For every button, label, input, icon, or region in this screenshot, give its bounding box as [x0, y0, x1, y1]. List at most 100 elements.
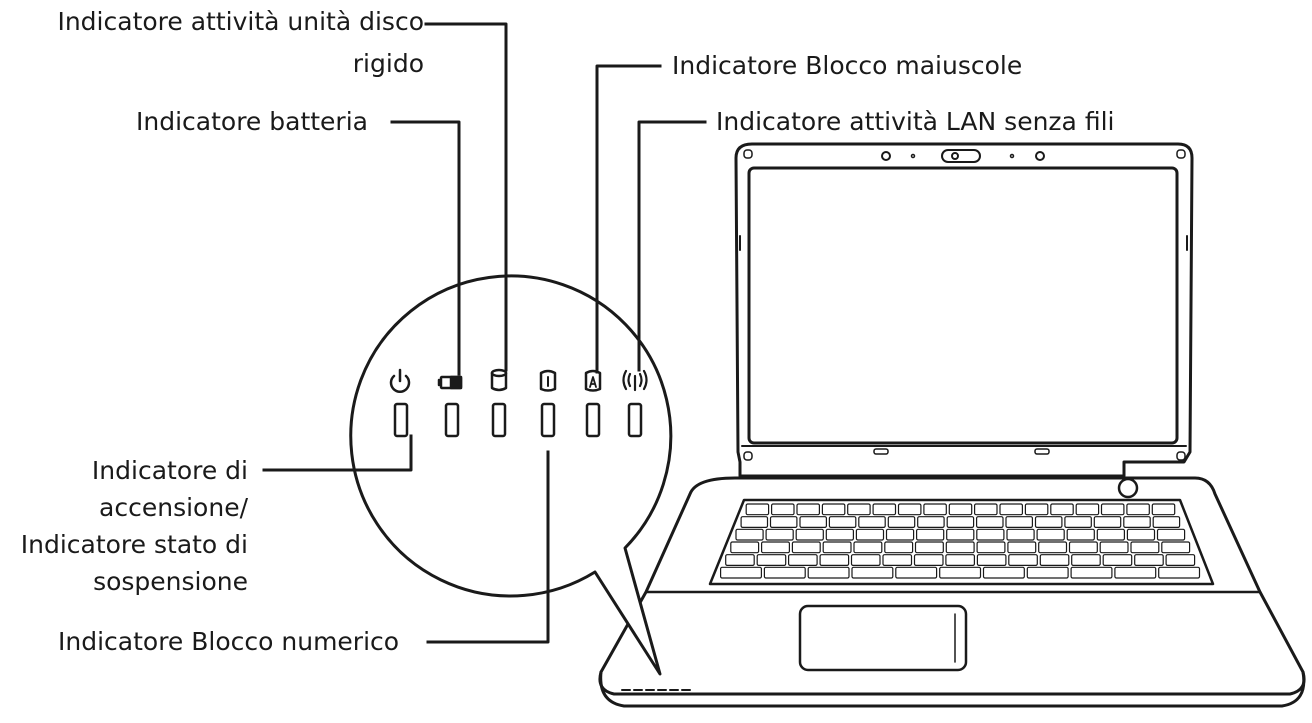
keyboard-key — [948, 503, 973, 516]
keyboard-key — [828, 516, 857, 529]
keyboard-key — [725, 554, 755, 567]
keyboard-key — [799, 516, 827, 529]
keyboard-key — [1064, 516, 1092, 529]
keyboard-key — [975, 516, 1004, 529]
led-slots — [393, 402, 643, 438]
keyboard-key — [1026, 566, 1069, 579]
leader-hdd — [424, 22, 508, 372]
laptop-touchpad — [798, 604, 968, 672]
label-power-suspend: Indicatore di accensione/ Indicatore sta… — [0, 452, 248, 600]
keyboard-key — [769, 516, 798, 529]
keyboard-key — [976, 554, 1007, 567]
keyboard-key — [719, 566, 762, 579]
keyboard-key — [850, 554, 881, 567]
label-hdd-line-2: rigido — [352, 49, 424, 78]
keyboard-key — [982, 566, 1025, 579]
keyboard-key — [795, 528, 824, 541]
num-lock-icon — [539, 369, 557, 392]
keyboard-key — [1005, 516, 1033, 529]
keyboard-key — [1007, 541, 1037, 554]
keyboard-key — [1036, 528, 1065, 541]
keyboard-key — [914, 541, 944, 554]
keyboard-key — [1158, 566, 1201, 579]
keyboard-key — [923, 503, 947, 516]
label-hdd-activity: Indicatore attività unità disco rigido — [30, 4, 424, 82]
leader-numlock — [426, 450, 550, 644]
keyboard-key — [946, 516, 975, 529]
keyboard-key — [822, 541, 852, 554]
keyboard-key — [825, 528, 854, 541]
leader-lines — [262, 22, 707, 644]
keyboard-key — [887, 516, 916, 529]
keyboard-key — [851, 566, 894, 579]
label-wireless-lan: Indicatore attività LAN senza fili — [716, 107, 1115, 136]
keyboard-key — [1165, 554, 1196, 567]
wireless-lan-icon — [622, 369, 648, 392]
keyboard-key — [787, 554, 818, 567]
keyboard-key — [1008, 554, 1038, 567]
keyboard-key — [882, 554, 913, 567]
keyboard-key — [1161, 541, 1191, 554]
magnifier-callout — [349, 274, 673, 676]
keyboard-key — [1151, 503, 1176, 516]
keyboard-key — [1100, 503, 1125, 516]
keyboard-key — [765, 528, 794, 541]
leader-wlan — [637, 120, 707, 372]
keyboard-key — [760, 541, 790, 554]
caps-lock-icon — [584, 369, 602, 392]
keyboard-key — [1038, 541, 1068, 554]
keyboard-key — [1039, 554, 1070, 567]
keyboard-key — [1071, 554, 1101, 567]
keyboard-key — [1096, 528, 1126, 541]
keyboard-key — [1114, 566, 1157, 579]
keyboard-key — [1130, 541, 1160, 554]
keyboard-key — [855, 528, 885, 541]
keyboard-key — [745, 503, 770, 516]
keyboard-key — [1006, 528, 1035, 541]
keyboard-key — [756, 554, 787, 567]
keyboard-key — [976, 528, 1005, 541]
hard-disk-icon — [490, 368, 508, 392]
keyboard-key — [1123, 516, 1151, 529]
keyboard-key — [1066, 528, 1095, 541]
laptop-illustration — [598, 142, 1306, 708]
label-caps-lock: Indicatore Blocco maiuscole — [672, 51, 1023, 80]
keyboard-key — [796, 503, 820, 516]
leader-caps — [595, 64, 662, 374]
keyboard-key — [1099, 541, 1129, 554]
laptop-base — [598, 476, 1306, 696]
label-power-line-3: Indicatore stato di — [20, 530, 248, 559]
keyboard-key — [763, 566, 806, 579]
laptop-lid — [734, 142, 1194, 478]
keyboard-key — [999, 503, 1023, 516]
keyboard-key — [730, 541, 760, 554]
keyboard-key — [917, 516, 945, 529]
laptop-power-button — [1117, 477, 1139, 499]
label-power-line-1: Indicatore di — [91, 456, 248, 485]
keyboard-key — [819, 554, 850, 567]
keyboard-key — [1152, 516, 1181, 529]
label-power-line-4: sospensione — [93, 567, 248, 596]
keyboard-key — [740, 516, 769, 529]
keyboard-key — [1134, 554, 1164, 567]
keyboard-key — [847, 503, 871, 516]
power-icon — [389, 368, 411, 393]
keyboard-key — [1156, 528, 1186, 541]
keyboard-key — [913, 554, 944, 567]
laptop-screen — [747, 166, 1179, 445]
keyboard-key — [821, 503, 846, 516]
keyboard-key — [973, 503, 998, 516]
label-hdd-line-1: Indicatore attività unità disco — [57, 7, 424, 36]
keyboard-key — [872, 503, 897, 516]
keyboard-key — [1102, 554, 1133, 567]
battery-icon — [437, 375, 463, 390]
keyboard-key — [791, 541, 821, 554]
laptop-keyboard — [708, 498, 1215, 586]
keyboard-key — [1093, 516, 1122, 529]
keyboard-key — [895, 566, 938, 579]
keyboard-key — [976, 541, 1006, 554]
keyboard-key — [853, 541, 883, 554]
keyboard-key — [915, 528, 945, 541]
